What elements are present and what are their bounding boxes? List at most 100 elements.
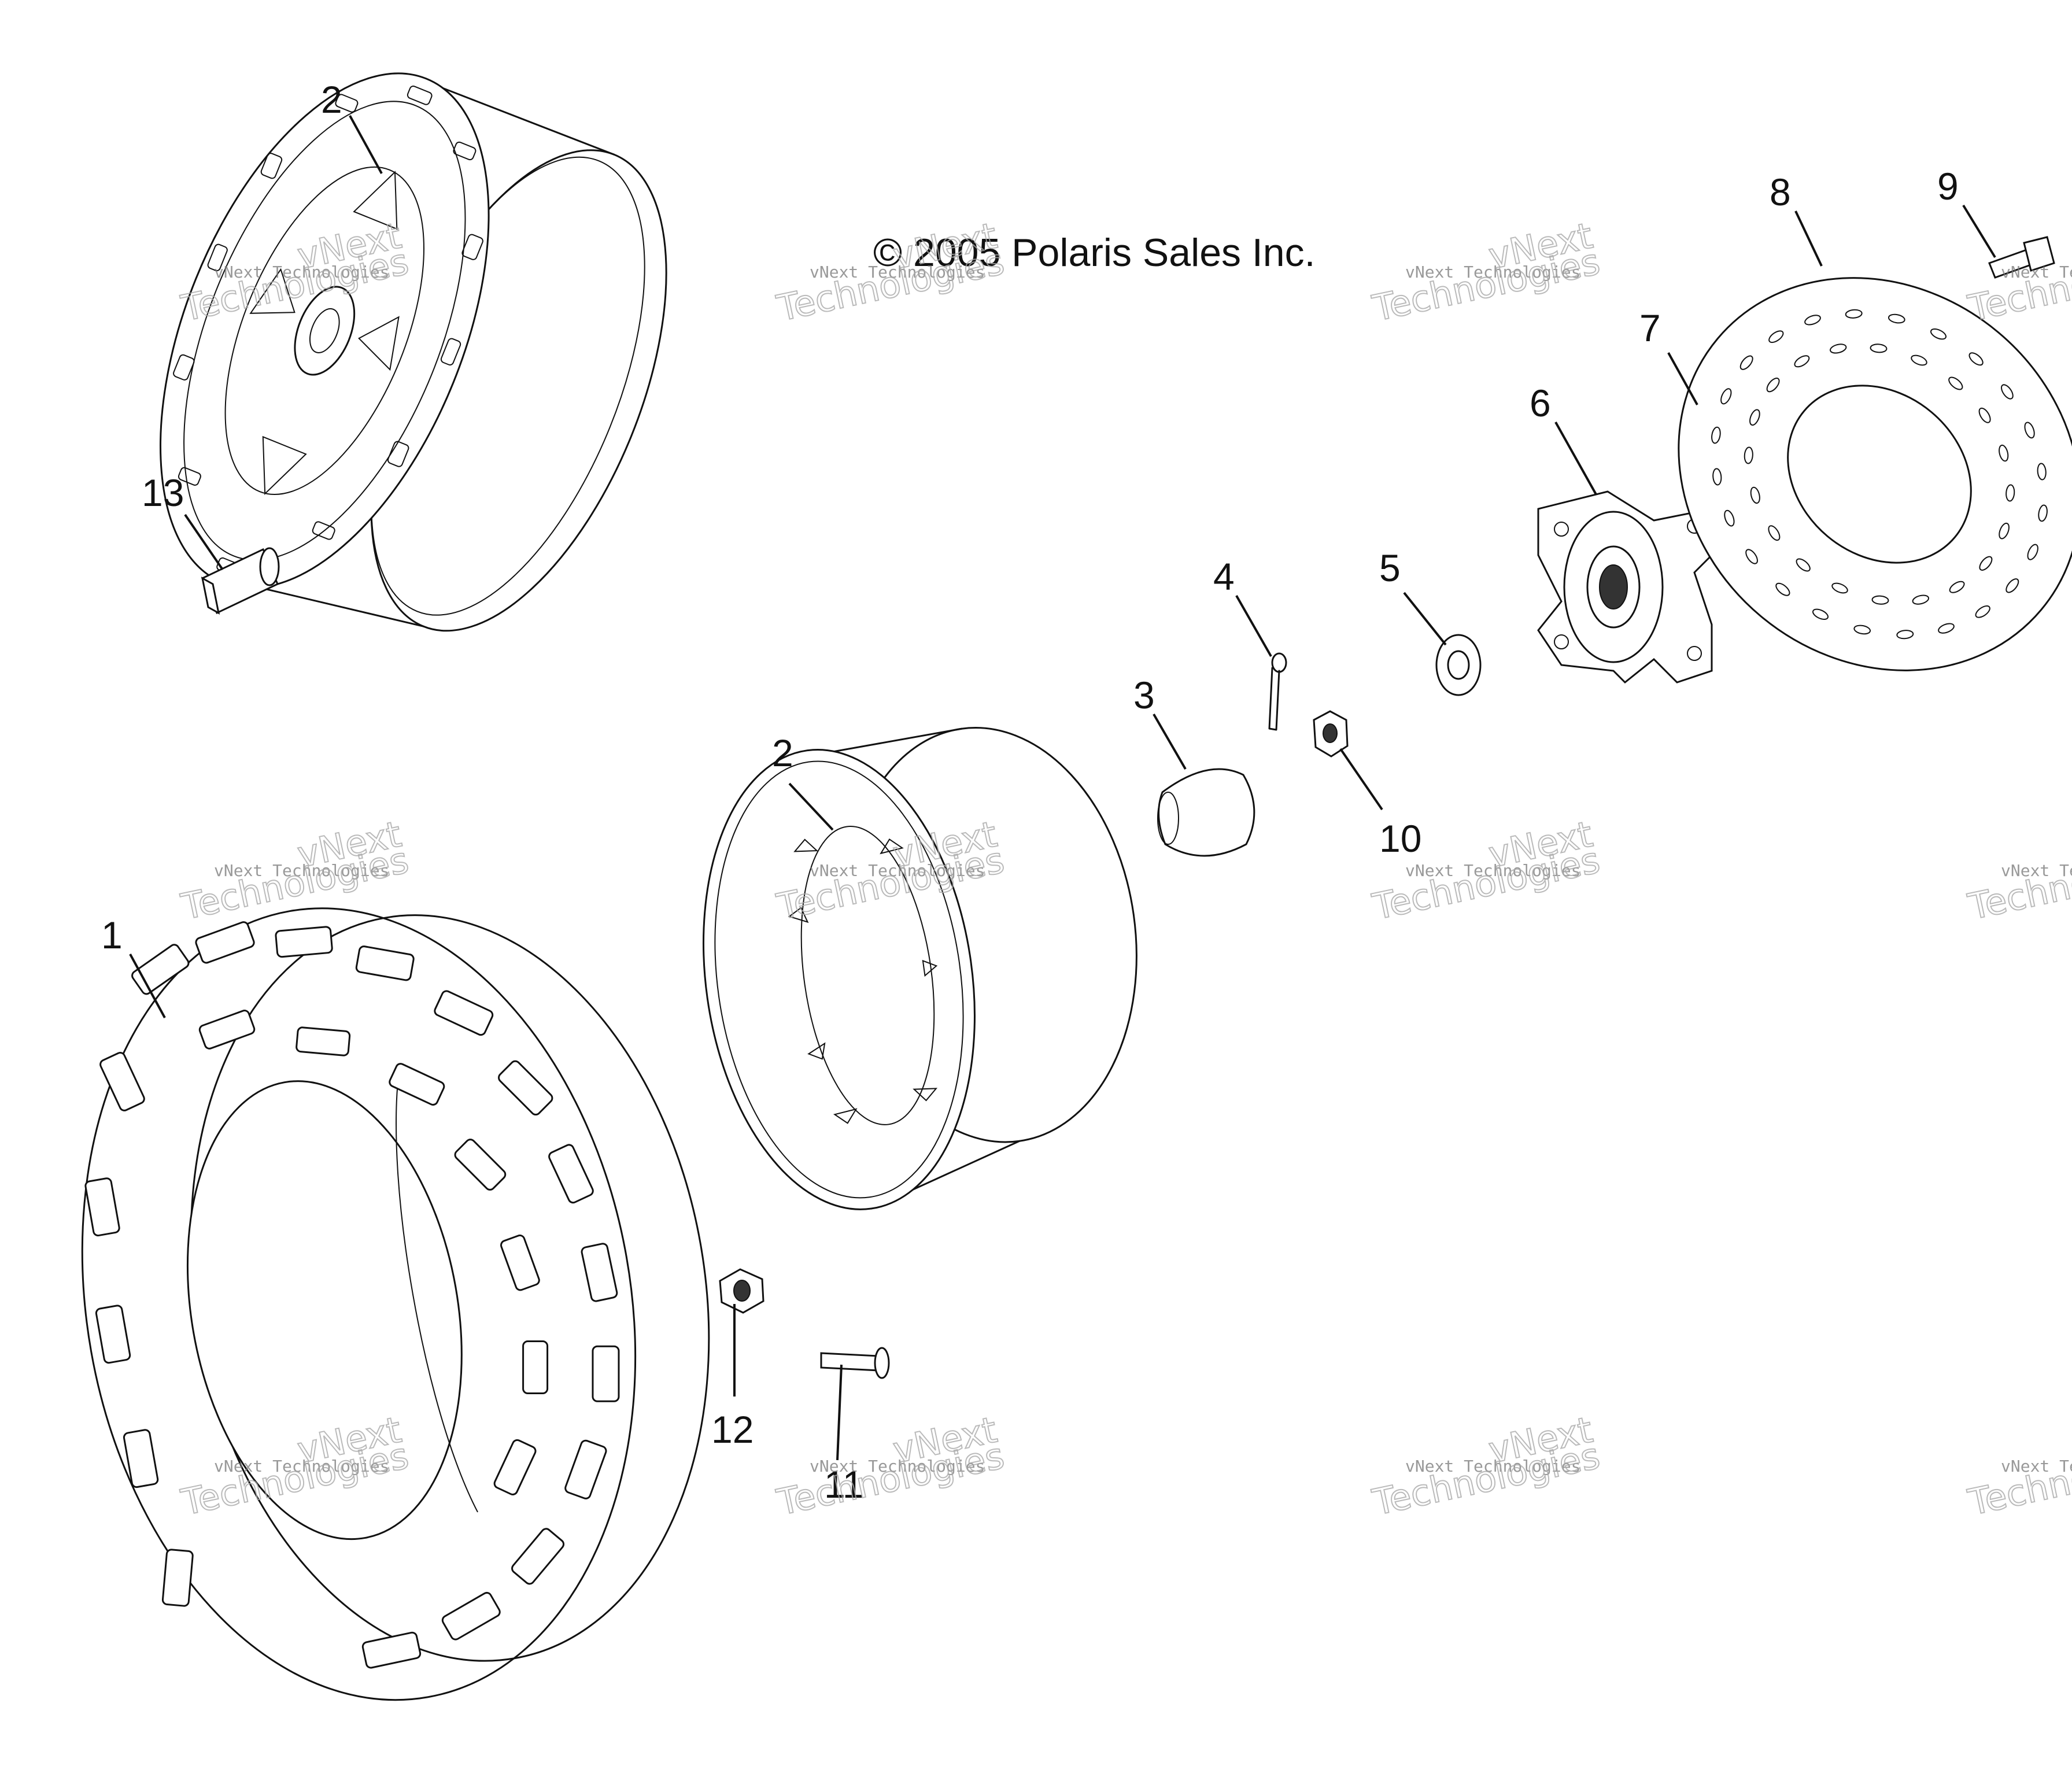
- bolt-icon: [820, 1347, 890, 1379]
- washer-icon: [1435, 634, 1482, 696]
- disc-hole: [1744, 446, 1753, 464]
- flange-nut-icon: [719, 1268, 764, 1314]
- disc-hole: [1930, 328, 1947, 340]
- svg-text:vNext Technologies: vNext Technologies: [810, 861, 985, 880]
- svg-text:Technologies: Technologies: [1964, 1434, 2072, 1523]
- svg-text:vNext Technologies: vNext Technologies: [810, 1457, 985, 1476]
- leader-3: [1153, 713, 1187, 770]
- callout-8: 8: [1770, 171, 1791, 213]
- brake-disc-icon: [1678, 277, 2072, 671]
- wheel-rim-mid-icon: [703, 727, 1137, 1210]
- disc-hole: [1896, 630, 1914, 640]
- callout-2-top: 2: [321, 78, 342, 121]
- disc-hole: [1979, 556, 1993, 571]
- wheel-hub-icon: [1537, 490, 1719, 684]
- watermark: vNext Technologies vNext Technologies: [1964, 838, 2072, 928]
- disc-hole: [1999, 522, 2010, 540]
- leader-2-mid: [788, 782, 834, 831]
- callout-6: 6: [1530, 382, 1551, 424]
- disc-hole: [1975, 605, 1990, 618]
- disc-hole: [1845, 309, 1863, 319]
- watermark: vNext Technologies vNext Technologies: [1368, 1408, 1604, 1524]
- disc-hole: [1888, 313, 1905, 324]
- leader-6: [1554, 422, 1597, 495]
- svg-text:vNext Technologies: vNext Technologies: [2001, 861, 2072, 880]
- disc-hole: [1768, 525, 1781, 541]
- disc-hole: [1938, 623, 1955, 634]
- disc-hole: [1750, 486, 1760, 504]
- svg-text:vNext Technologies: vNext Technologies: [214, 861, 389, 880]
- disc-hole: [1853, 625, 1871, 635]
- disc-hole: [2037, 463, 2047, 481]
- svg-text:Technologies: Technologies: [773, 1434, 1008, 1523]
- disc-hole: [1968, 352, 1984, 366]
- hub-cap-icon: [1157, 768, 1255, 857]
- callout-11: 11: [824, 1463, 864, 1506]
- copyright-notice: © 2005 Polaris Sales Inc.: [873, 231, 1316, 275]
- callout-3: 3: [1133, 674, 1155, 716]
- disc-hole: [2027, 544, 2038, 560]
- svg-text:vNext Technologies: vNext Technologies: [1405, 861, 1580, 880]
- svg-text:vNext Technologies: vNext Technologies: [2001, 1457, 2072, 1476]
- disc-hole: [2005, 484, 2015, 502]
- disc-hole: [1804, 315, 1821, 326]
- disc-hole: [1775, 582, 1790, 596]
- disc-hole: [1724, 509, 1735, 527]
- callout-1: 1: [101, 914, 123, 956]
- callout-labels: 2 13 1 2 3 4 5 10 6 7 8 9 12 11: [101, 78, 1959, 1506]
- callout-4: 4: [1213, 555, 1235, 598]
- leader-2-top: [349, 115, 383, 174]
- wheel-rim-top-icon: [160, 72, 667, 632]
- watermark: vNext Technologies vNext Technologies: [1368, 214, 1604, 330]
- disc-hole: [1720, 388, 1732, 405]
- disc-hole: [1749, 409, 1760, 426]
- disc-hole: [1870, 343, 1888, 353]
- callout-5: 5: [1379, 546, 1401, 589]
- disc-hole: [1949, 581, 1965, 593]
- disc-hole: [1911, 354, 1927, 366]
- disc-hole: [1745, 549, 1758, 564]
- callout-2-mid: 2: [772, 732, 793, 774]
- svg-text:vNext Technologies: vNext Technologies: [214, 1457, 389, 1476]
- watermark: vNext Technologies vNext Technologies: [773, 1408, 1009, 1524]
- svg-text:Technologies: Technologies: [1964, 838, 2072, 928]
- castle-nut-icon: [1313, 710, 1349, 758]
- svg-text:Technologies: Technologies: [1369, 1434, 1604, 1523]
- disc-hole: [1912, 594, 1929, 605]
- leader-7: [1667, 352, 1698, 405]
- disc-hole: [2024, 422, 2035, 439]
- disc-hole: [1768, 330, 1784, 343]
- leader-9: [1962, 204, 1996, 258]
- disc-hole: [1711, 426, 1721, 444]
- callout-10: 10: [1379, 817, 1421, 860]
- lug-nut-icon: [201, 547, 280, 615]
- disc-hole: [2038, 504, 2048, 522]
- leader-4: [1235, 595, 1272, 657]
- leader-13: [184, 513, 224, 571]
- brake-disc-bolt-icon: [1988, 236, 2055, 279]
- callout-12: 12: [711, 1408, 754, 1451]
- disc-hole: [1812, 608, 1829, 620]
- leader-11: [836, 1364, 843, 1461]
- svg-text:vNext Technologies: vNext Technologies: [810, 263, 985, 282]
- svg-text:vNext Technologies: vNext Technologies: [1405, 263, 1580, 282]
- disc-hole: [1739, 355, 1753, 370]
- svg-text:vNext Technologies: vNext Technologies: [2001, 263, 2072, 282]
- disc-hole: [1948, 376, 1963, 390]
- callout-13: 13: [142, 471, 184, 514]
- tire-icon: [81, 907, 710, 1701]
- disc-hole: [1978, 407, 1991, 423]
- disc-hole: [1796, 558, 1811, 572]
- disc-hole: [1831, 582, 1848, 594]
- callout-9: 9: [1937, 165, 1959, 208]
- disc-hole: [1830, 343, 1847, 354]
- disc-hole: [1766, 378, 1780, 393]
- cotter-pin-icon: [1268, 652, 1287, 731]
- svg-text:Technologies: Technologies: [1369, 240, 1604, 329]
- disc-hole: [1712, 468, 1722, 486]
- leader-10: [1339, 748, 1383, 811]
- watermark: vNext Technologies vNext Technologies: [1964, 1434, 2072, 1524]
- svg-text:vNext Technologies: vNext Technologies: [1405, 1457, 1580, 1476]
- disc-hole: [2001, 384, 2014, 400]
- leader-8: [1794, 210, 1823, 267]
